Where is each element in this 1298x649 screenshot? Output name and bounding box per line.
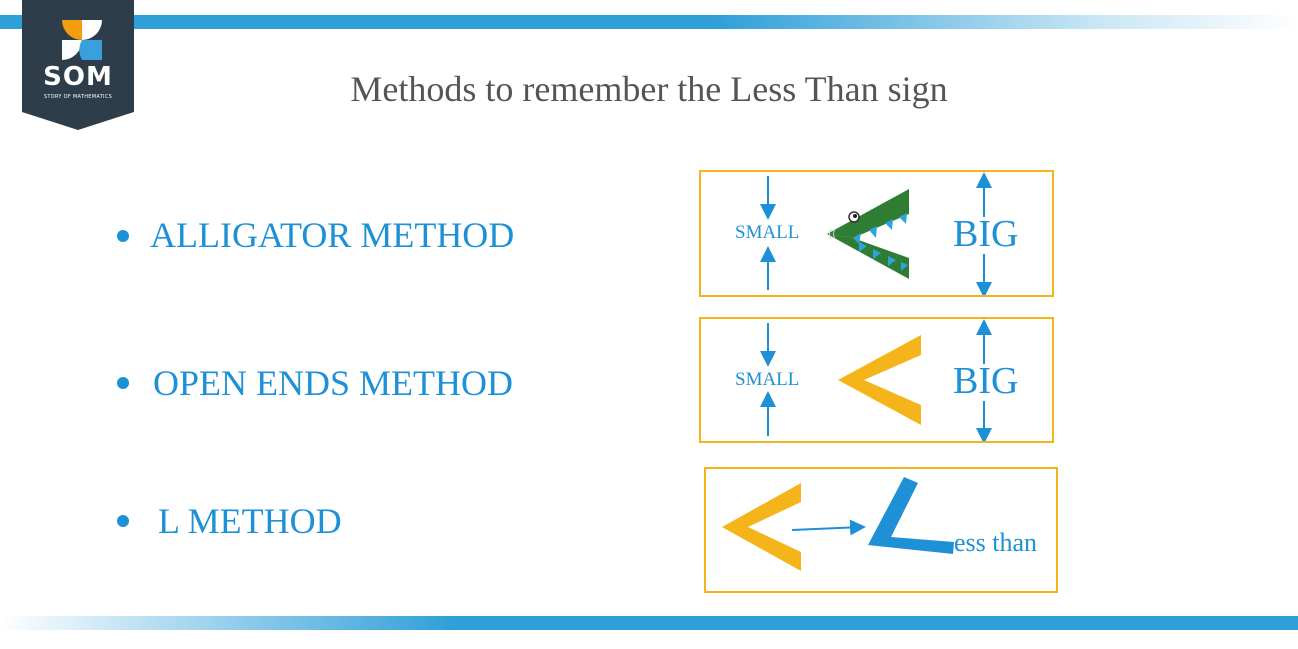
open-ends-method-box: SMALL BIG xyxy=(699,317,1054,443)
som-logo xyxy=(22,0,134,130)
small-label-open-ends: SMALL xyxy=(735,369,800,390)
bullet-3 xyxy=(117,515,129,527)
alligator-method-box: SMALL BIG xyxy=(699,170,1054,297)
method-label-open-ends: OPEN ENDS METHOD xyxy=(153,363,513,403)
logo-name: SOM xyxy=(43,62,113,92)
logo-tagline: STORY OF MATHEMATICS xyxy=(43,94,113,100)
method-label-alligator: ALLIGATOR METHOD xyxy=(150,215,515,255)
bottom-accent-bar xyxy=(0,616,1298,630)
l-shape-icon xyxy=(868,477,954,554)
bullet-1 xyxy=(117,230,129,242)
alligator-icon xyxy=(827,189,909,279)
logo-mark-icon xyxy=(62,20,102,60)
page-title: Methods to remember the Less Than sign xyxy=(350,69,948,109)
small-label-alligator: SMALL xyxy=(735,222,800,243)
method-label-l: L METHOD xyxy=(158,501,342,541)
top-accent-bar xyxy=(0,15,1298,29)
right-arrow-icon xyxy=(791,519,866,536)
big-label-alligator: BIG xyxy=(953,213,1019,255)
l-method-box: ess than xyxy=(704,467,1058,593)
less-than-symbol-icon xyxy=(838,335,921,425)
bullet-2 xyxy=(117,377,129,389)
less-than-symbol-icon xyxy=(722,483,801,571)
less-than-text: ess than xyxy=(954,528,1038,557)
big-label-open-ends: BIG xyxy=(953,360,1019,402)
